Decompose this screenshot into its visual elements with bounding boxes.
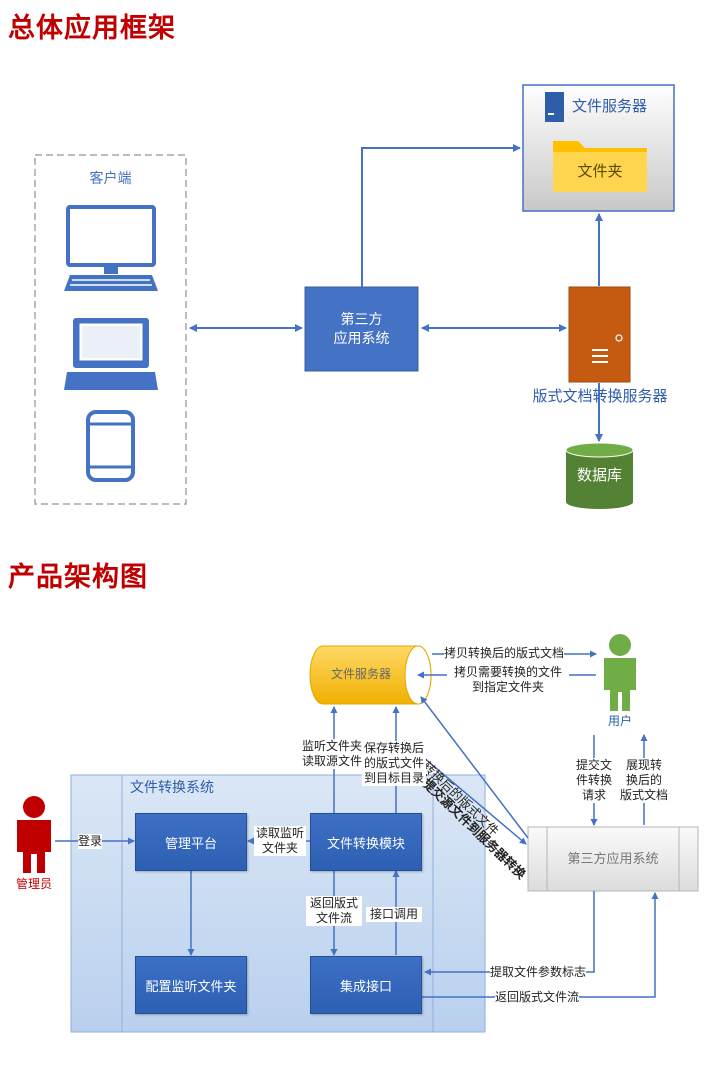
- api-call-label: 接口调用: [366, 907, 422, 922]
- third-party-system-label: 第三方应用系统: [567, 852, 659, 867]
- return-stream-label: 返回版式 文件流: [306, 896, 362, 926]
- admin-person-icon: [17, 796, 51, 873]
- file-server-cylinder-label: 文件服务器: [330, 667, 391, 681]
- save-target-label: 保存转换后 的版式文件 到目标目录: [362, 741, 426, 786]
- copy-needed-line2: 到指定文件夹: [471, 680, 544, 694]
- file-server-cylinder: [309, 645, 432, 705]
- third-party-system-box: [527, 826, 699, 892]
- file-server-label: 文件服务器: [572, 97, 648, 115]
- monitor-line1: 监听文件夹: [301, 739, 362, 753]
- return-stream-bottom-label: 返回版式文件流: [495, 990, 580, 1005]
- copy-needed-label: 拷贝需要转换的文件 到指定文件夹: [447, 665, 569, 695]
- monitor-line2: 读取源文件: [301, 754, 362, 768]
- extract-params-label: 提取文件参数标志: [490, 965, 587, 980]
- laptop-icon: [64, 318, 158, 390]
- read-monitor-line1: 读取监听: [255, 826, 304, 840]
- admin-label: 管理员: [15, 877, 52, 891]
- copy-converted-label: 拷贝转换后的版式文档: [444, 646, 565, 661]
- folder-label: 文件夹: [577, 162, 623, 180]
- conversion-system-label: 文件转换系统: [130, 780, 214, 796]
- third-party-app-label: 第三方 应用系统: [305, 311, 418, 349]
- show-result-line3: 版式文档: [619, 788, 668, 802]
- submit-request-label: 提交文 件转换 请求: [570, 758, 618, 803]
- show-result-line1: 展现转: [625, 758, 662, 772]
- batch-submit-arrow: [420, 696, 529, 839]
- read-monitor-line2: 文件夹: [261, 841, 298, 855]
- conversion-module-box: 文件转换模块: [310, 813, 422, 871]
- client-label: 客户端: [89, 171, 132, 187]
- return-stream-line2: 文件流: [315, 911, 352, 925]
- mobile-phone-icon: [86, 410, 135, 482]
- submit-request-line3: 请求: [581, 788, 606, 802]
- show-result-label: 展现转 换后的 版式文档: [617, 758, 671, 803]
- copy-needed-line1: 拷贝需要转换的文件: [453, 665, 562, 679]
- user-person-icon: [604, 634, 636, 711]
- overall-framework-title: 总体应用框架: [8, 13, 176, 44]
- save-line3: 到目标目录: [363, 771, 424, 785]
- third-party-line1: 第三方: [340, 312, 383, 328]
- management-platform-box: 管理平台: [135, 813, 247, 871]
- submit-request-line1: 提交文: [575, 758, 612, 772]
- conversion-server-icon: [568, 286, 631, 383]
- folder-icon: [553, 141, 647, 192]
- third-party-fileserver-arrow: [361, 144, 521, 287]
- return-stream-line1: 返回版式: [309, 896, 358, 910]
- config-folder-box: 配置监听文件夹: [135, 956, 247, 1014]
- user-label: 用户: [607, 714, 632, 728]
- submit-request-line2: 件转换: [575, 773, 612, 787]
- integration-interface-box: 集成接口: [310, 956, 422, 1014]
- monitor-read-label: 监听文件夹 读取源文件: [297, 739, 367, 769]
- extract-params-arrow: [424, 891, 595, 976]
- product-architecture-title: 产品架构图: [8, 562, 148, 593]
- third-party-line2: 应用系统: [333, 331, 390, 347]
- database-label: 数据库: [576, 466, 622, 484]
- conversion-system-container: [70, 774, 486, 1033]
- read-monitor-label: 读取监听 文件夹: [254, 826, 306, 856]
- save-line1: 保存转换后: [363, 741, 424, 755]
- server-tower-icon: [545, 92, 564, 122]
- login-label: 登录: [78, 834, 103, 849]
- client-container: [34, 154, 187, 505]
- desktop-computer-icon: [64, 205, 158, 291]
- database-icon: [565, 442, 634, 509]
- conversion-server-label: 版式文档转换服务器: [532, 387, 668, 405]
- show-result-line2: 换后的: [625, 773, 662, 787]
- save-line2: 的版式文件: [363, 756, 424, 770]
- third-party-app-box: [304, 286, 419, 372]
